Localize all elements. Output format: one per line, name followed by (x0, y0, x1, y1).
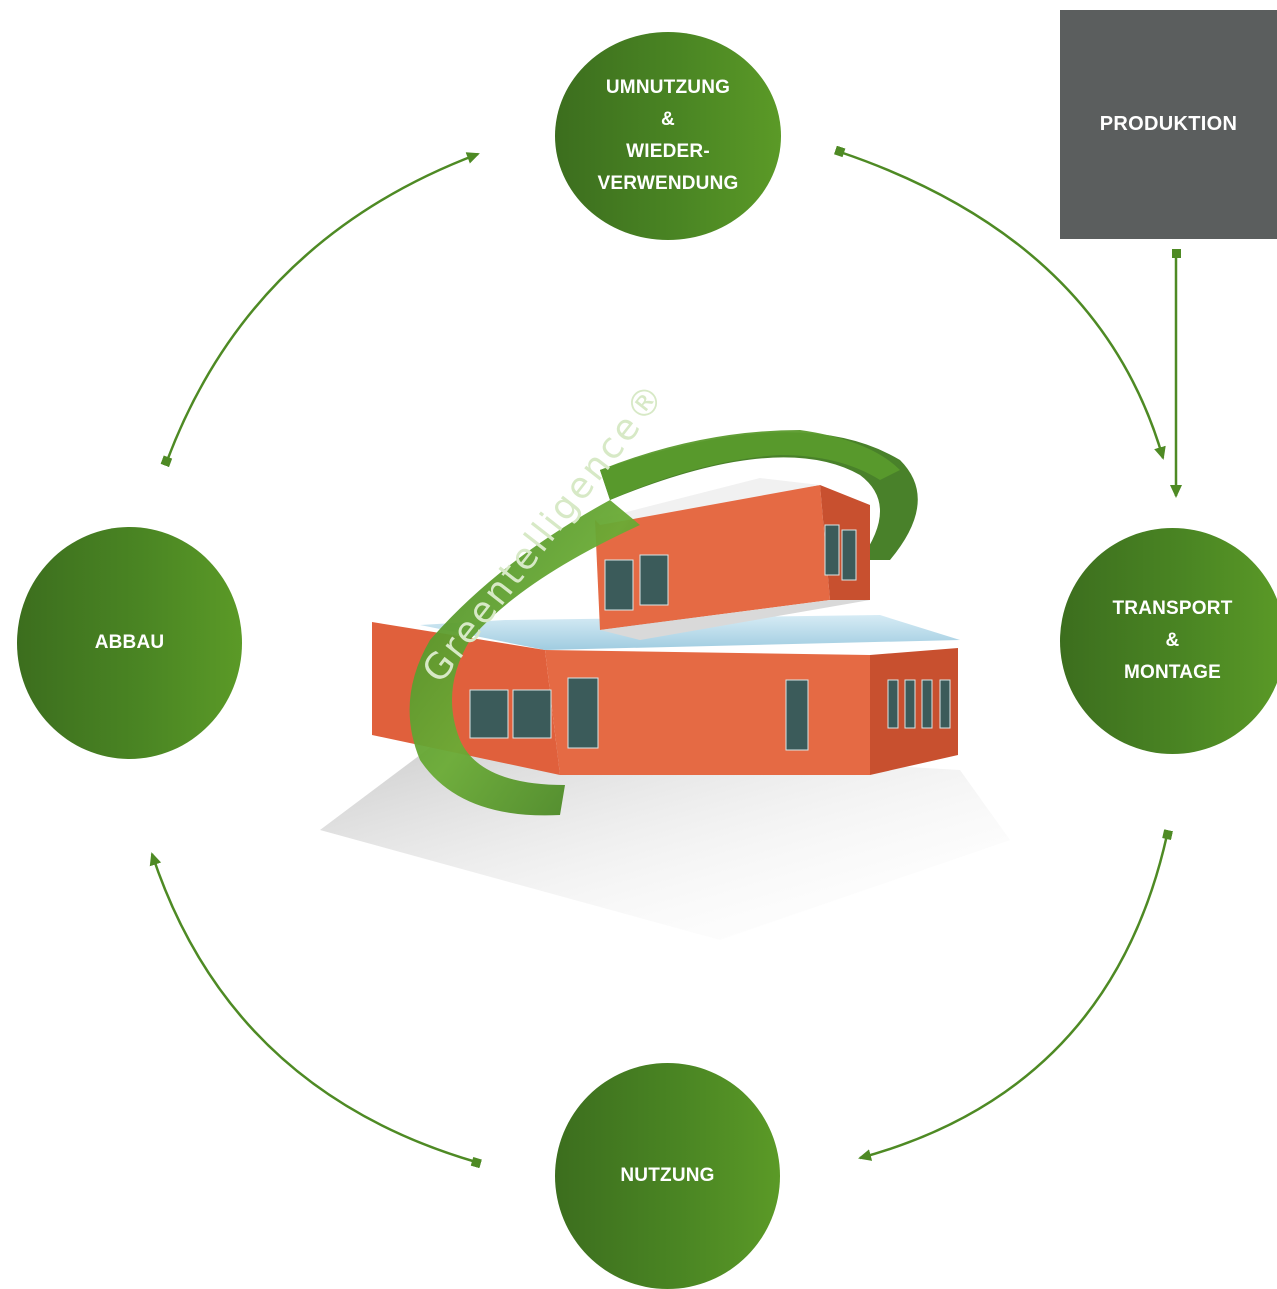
lower-windows (469, 677, 951, 751)
node-transport-montage: TRANSPORT & MONTAGE (1060, 528, 1277, 754)
node-umnutzung-wiederverwendung: UMNUTZUNG & WIEDER- VERWENDUNG (555, 32, 781, 240)
node-abbau: ABBAU (17, 527, 242, 759)
arrow-left-to-top (160, 152, 480, 468)
arrow-top-to-right (833, 145, 1166, 460)
node-nutzung: NUTZUNG (555, 1063, 780, 1289)
production-box: PRODUKTION (1060, 10, 1277, 239)
glass-floor (420, 615, 960, 650)
node-transport-label: TRANSPORT & MONTAGE (1112, 598, 1233, 683)
upper-windows (604, 524, 857, 611)
ribbon-top (600, 430, 900, 500)
production-label: PRODUKTION (1099, 113, 1238, 135)
ribbon-front (409, 500, 640, 816)
node-nutzung-label: NUTZUNG (620, 1165, 715, 1186)
arrow-right-to-bottom (858, 829, 1173, 1161)
arrow-bottom-to-left (149, 852, 482, 1169)
node-abbau-label: ABBAU (94, 632, 165, 653)
node-umnutzung-label: UMNUTZUNG & WIEDER- VERWENDUNG (597, 77, 739, 194)
upper-block-underside (600, 600, 870, 640)
upper-block-roof (595, 478, 820, 525)
